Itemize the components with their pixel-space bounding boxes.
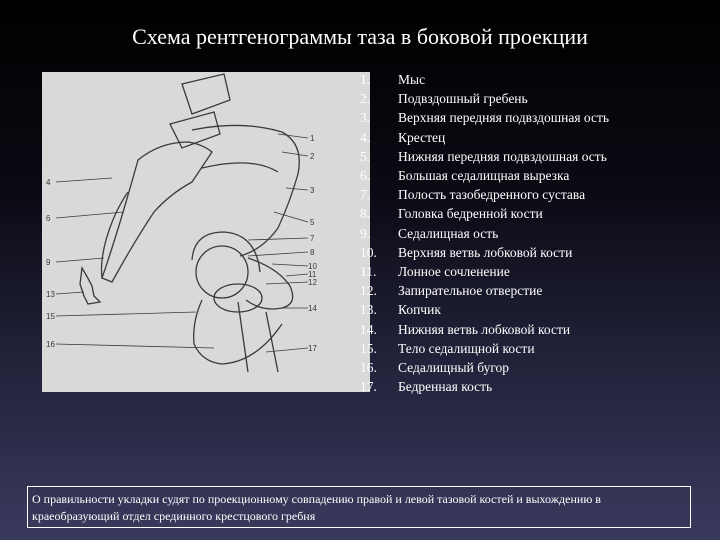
- legend-list: 1.Мыс 2.Подвздошный гребень 3.Верхняя пе…: [360, 70, 609, 396]
- sacrum-inner: [102, 192, 129, 278]
- legend-number: 16.: [360, 358, 398, 377]
- legend-item: 7.Полость тазобедренного сустава: [360, 185, 609, 204]
- marker-4: 4: [46, 178, 51, 187]
- leader-9: [56, 258, 104, 262]
- legend-number: 10.: [360, 243, 398, 262]
- marker-8: 8: [310, 248, 315, 257]
- legend-number: 15.: [360, 339, 398, 358]
- legend-number: 2.: [360, 89, 398, 108]
- legend-item: 6.Большая седалищная вырезка: [360, 166, 609, 185]
- leader-13: [56, 292, 84, 294]
- leader-4: [56, 178, 112, 182]
- legend-item: 13.Копчик: [360, 300, 609, 319]
- leader-7: [248, 238, 308, 240]
- slide-title: Схема рентгенограммы таза в боковой прое…: [0, 24, 720, 50]
- marker-1: 1: [310, 134, 315, 143]
- leader-15: [56, 312, 196, 316]
- legend-item: 11.Лонное сочленение: [360, 262, 609, 281]
- marker-6: 6: [46, 214, 51, 223]
- legend-item: 17.Бедренная кость: [360, 377, 609, 396]
- legend-item: 12.Запирательное отверстие: [360, 281, 609, 300]
- legend-item: 2.Подвздошный гребень: [360, 89, 609, 108]
- legend-label: Седалищный бугор: [398, 358, 509, 377]
- ischium-body: [194, 300, 222, 364]
- legend-label: Полость тазобедренного сустава: [398, 185, 585, 204]
- legend-number: 6.: [360, 166, 398, 185]
- iliac-inner-line: [202, 163, 278, 172]
- legend-label: Большая седалищная вырезка: [398, 166, 569, 185]
- marker-5: 5: [310, 218, 315, 227]
- legend-label: Нижняя ветвь лобковой кости: [398, 320, 570, 339]
- legend-number: 8.: [360, 204, 398, 223]
- legend-number: 13.: [360, 300, 398, 319]
- legend-label: Седалищная ость: [398, 224, 498, 243]
- diagram-markers: 1 2 3 4 5 6 7 8 9 10 11 12 13 14 15 16 1…: [46, 134, 317, 353]
- marker-2: 2: [310, 152, 315, 161]
- legend-item: 15.Тело седалищной кости: [360, 339, 609, 358]
- legend-label: Тело седалищной кости: [398, 339, 535, 358]
- femoral-head: [196, 246, 248, 298]
- marker-17: 17: [308, 344, 317, 353]
- legend-label: Верхняя передняя подвздошная ость: [398, 108, 609, 127]
- legend-label: Копчик: [398, 300, 441, 319]
- legend-number: 12.: [360, 281, 398, 300]
- legend-number: 11.: [360, 262, 398, 281]
- legend-number: 9.: [360, 224, 398, 243]
- legend-number: 3.: [360, 108, 398, 127]
- legend-number: 4.: [360, 128, 398, 147]
- leader-3: [286, 188, 308, 190]
- pelvis-diagram-svg: 1 2 3 4 5 6 7 8 9 10 11 12 13 14 15 16 1…: [42, 72, 370, 392]
- leader-17: [266, 348, 308, 352]
- legend-number: 1.: [360, 70, 398, 89]
- leader-10: [272, 264, 308, 266]
- marker-9: 9: [46, 258, 51, 267]
- legend-label: Лонное сочленение: [398, 262, 510, 281]
- legend-label: Подвздошный гребень: [398, 89, 528, 108]
- marker-12: 12: [308, 278, 317, 287]
- legend-item: 9.Седалищная ость: [360, 224, 609, 243]
- legend-label: Запирательное отверстие: [398, 281, 542, 300]
- marker-13: 13: [46, 290, 55, 299]
- legend-item: 14.Нижняя ветвь лобковой кости: [360, 320, 609, 339]
- legend-number: 5.: [360, 147, 398, 166]
- legend-item: 16.Седалищный бугор: [360, 358, 609, 377]
- positioning-note: О правильности укладки судят по проекцио…: [27, 486, 691, 528]
- leader-16: [56, 344, 214, 348]
- bone-outlines: [80, 74, 299, 372]
- marker-3: 3: [310, 186, 315, 195]
- marker-15: 15: [46, 312, 55, 321]
- legend-label: Верхняя ветвь лобковой кости: [398, 243, 572, 262]
- legend-label: Мыс: [398, 70, 425, 89]
- coccyx-outline: [80, 268, 100, 304]
- marker-7: 7: [310, 234, 315, 243]
- legend-label: Головка бедренной кости: [398, 204, 543, 223]
- sacrum-outline: [102, 142, 212, 282]
- legend-item: 1.Мыс: [360, 70, 609, 89]
- legend-label: Нижняя передняя подвздошная ость: [398, 147, 607, 166]
- legend-item: 5.Нижняя передняя подвздошная ость: [360, 147, 609, 166]
- leader-5: [274, 212, 308, 222]
- legend-item: 3.Верхняя передняя подвздошная ость: [360, 108, 609, 127]
- vertebra-outline: [182, 74, 230, 114]
- legend-label: Крестец: [398, 128, 445, 147]
- marker-14: 14: [308, 304, 317, 313]
- leader-11: [286, 274, 308, 276]
- iliac-crest: [192, 125, 299, 256]
- leader-1: [278, 134, 308, 138]
- leader-2: [282, 152, 308, 156]
- legend-label: Бедренная кость: [398, 377, 492, 396]
- leader-8: [248, 252, 308, 256]
- legend-number: 17.: [360, 377, 398, 396]
- legend-number: 7.: [360, 185, 398, 204]
- legend-item: 8.Головка бедренной кости: [360, 204, 609, 223]
- marker-16: 16: [46, 340, 55, 349]
- legend-item: 4.Крестец: [360, 128, 609, 147]
- pelvis-xray-diagram: 1 2 3 4 5 6 7 8 9 10 11 12 13 14 15 16 1…: [42, 72, 370, 392]
- legend-number: 14.: [360, 320, 398, 339]
- legend-item: 10.Верхняя ветвь лобковой кости: [360, 243, 609, 262]
- leader-lines: [56, 134, 308, 352]
